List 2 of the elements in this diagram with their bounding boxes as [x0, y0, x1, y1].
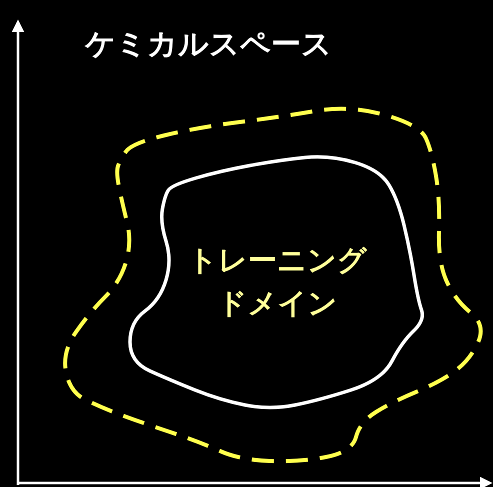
region-label: トレーニングドメイン	[187, 244, 368, 322]
title: ケミカルスペース	[85, 27, 332, 63]
